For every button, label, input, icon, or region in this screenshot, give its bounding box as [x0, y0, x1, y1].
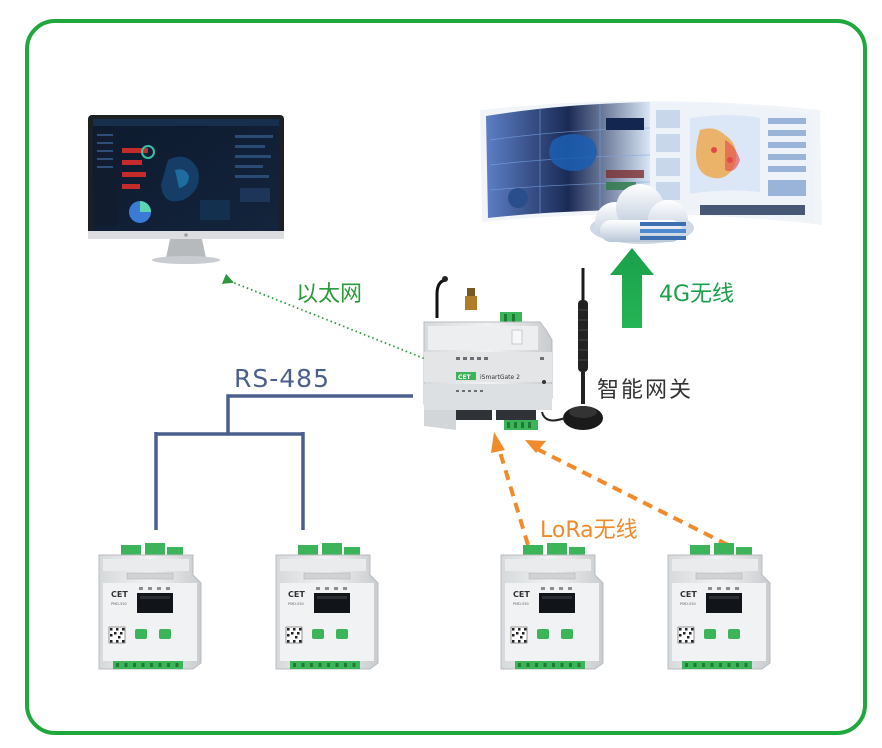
meter-button-left	[312, 629, 324, 639]
meter-button-right	[159, 629, 171, 639]
cloud-icon	[590, 184, 694, 244]
qr-code-icon	[677, 626, 695, 644]
lora-arrowhead-right	[525, 440, 546, 453]
meter-model-text: PMD-550	[288, 602, 304, 606]
monitor-icon	[88, 115, 284, 264]
rs485-bus-lines	[154, 394, 413, 530]
gateway-brand-text: CET	[458, 374, 472, 381]
meter-brand-text: CET	[680, 590, 697, 599]
meter-button-left	[135, 629, 147, 639]
lora-label: LoRa无线	[540, 518, 638, 543]
meter-model-text: PMD-550	[680, 602, 696, 606]
meter-model-text: PMD-550	[111, 602, 127, 606]
ethernet-label: 以太网	[296, 282, 362, 307]
meter-brand-text: CET	[288, 590, 305, 599]
meter-button-right	[561, 629, 573, 639]
meter-button-right	[728, 629, 740, 639]
gateway-label: 智能网关	[597, 378, 693, 403]
meter-button-right	[336, 629, 348, 639]
meter-device-4: CET PMD-550	[667, 543, 771, 670]
meter-model-text: PMD-550	[513, 602, 529, 606]
qr-code-icon	[285, 626, 303, 644]
meter-button-left	[537, 629, 549, 639]
meter-device-1: CET PMD-550	[98, 543, 202, 670]
rs485-label: RS-485	[234, 364, 330, 393]
meter-device-3: CET PMD-550	[500, 543, 604, 670]
monitoring-platform-screen-icon	[480, 101, 822, 225]
qr-code-icon	[108, 626, 126, 644]
gateway-model-text: iSmartGate 2	[480, 374, 520, 381]
lora-link-lines	[498, 446, 729, 547]
lora-arrowhead-left	[491, 432, 505, 453]
antenna-icon	[541, 268, 603, 430]
meter-devices: CET PMD-550 CET PMD-550 CET PMD-550 CET PMD-550	[98, 543, 771, 670]
meter-device-2: CET PMD-550	[275, 543, 379, 670]
meter-brand-text: CET	[513, 590, 530, 599]
meter-brand-text: CET	[111, 590, 128, 599]
cellular-label: 4G无线	[659, 282, 734, 307]
cellular-uplink-arrow	[610, 248, 654, 328]
smart-gateway-device: CET iSmartGate 2	[423, 276, 553, 430]
meter-button-left	[704, 629, 716, 639]
ethernet-link-line	[221, 273, 429, 361]
qr-code-icon	[510, 626, 528, 644]
outer-frame	[25, 19, 867, 735]
